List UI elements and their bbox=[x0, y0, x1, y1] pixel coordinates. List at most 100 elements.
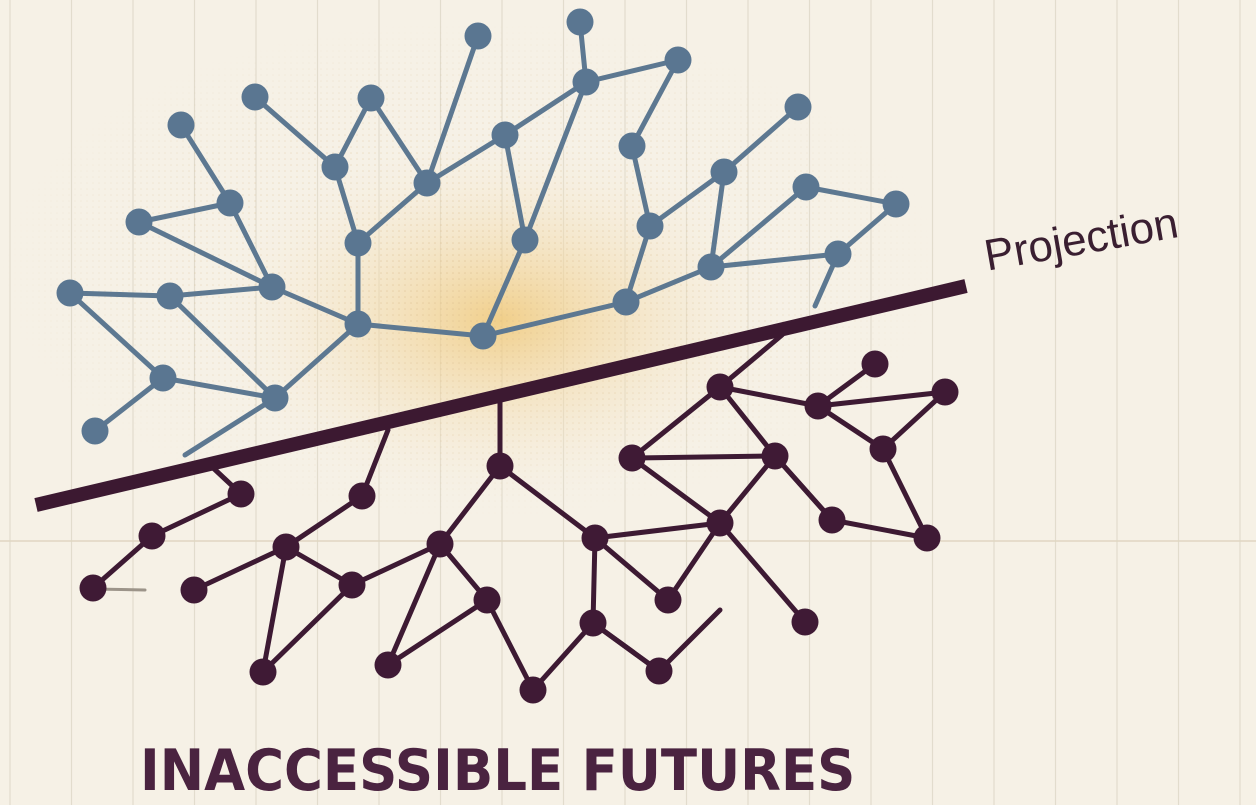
upper-branch-node bbox=[261, 384, 289, 412]
upper-branch-node bbox=[511, 226, 539, 254]
lower-branch-edge bbox=[385, 541, 443, 668]
lower-branch-node bbox=[706, 509, 734, 537]
upper-branch-edge bbox=[252, 94, 338, 170]
upper-branch-edge bbox=[178, 122, 233, 206]
lower-branch-node bbox=[861, 350, 889, 378]
upper-branch-edge bbox=[480, 237, 528, 339]
lower-branch-node bbox=[706, 373, 734, 401]
upper-branch-edge bbox=[167, 284, 275, 299]
lower-branch-node bbox=[180, 576, 208, 604]
lower-branch-node bbox=[519, 676, 547, 704]
lower-branch-edge bbox=[629, 384, 723, 461]
upper-branch-edge bbox=[629, 57, 681, 149]
lower-branch-edge bbox=[592, 520, 723, 541]
lower-branch-node bbox=[272, 533, 300, 561]
upper-branch-node bbox=[167, 111, 195, 139]
lower-branch-node bbox=[486, 452, 514, 480]
upper-branch-edge bbox=[647, 169, 727, 229]
lower-branch-edge bbox=[629, 453, 778, 461]
lower-branch-node bbox=[249, 658, 277, 686]
upper-branch-nodes bbox=[56, 8, 910, 445]
lower-branch-edge bbox=[349, 541, 443, 588]
upper-branch-node bbox=[612, 288, 640, 316]
upper-branch-node bbox=[216, 189, 244, 217]
projection-line bbox=[34, 279, 968, 512]
upper-branch-node bbox=[357, 84, 385, 112]
upper-branch-node bbox=[321, 153, 349, 181]
lower-branch-node bbox=[227, 480, 255, 508]
upper-branch-node bbox=[824, 240, 852, 268]
upper-branch-edge bbox=[272, 321, 361, 401]
lower-branch-node bbox=[804, 392, 832, 420]
upper-branch-edge bbox=[502, 79, 589, 138]
upper-branch-edge bbox=[708, 184, 809, 270]
lower-branch-node bbox=[579, 609, 607, 637]
lower-branch-edge bbox=[815, 389, 948, 409]
lower-branch-edge bbox=[530, 620, 596, 693]
upper-branch-edge bbox=[269, 284, 361, 327]
lower-branch-edge bbox=[629, 455, 723, 526]
upper-branch-edge bbox=[136, 200, 233, 225]
lower-branch-edge bbox=[772, 453, 835, 523]
upper-branch-node bbox=[344, 229, 372, 257]
lower-branch-node bbox=[138, 522, 166, 550]
lower-branch-edge bbox=[880, 389, 948, 452]
lower-branch-edge bbox=[149, 491, 244, 539]
upper-branch-edge bbox=[67, 290, 173, 299]
lower-branch-node bbox=[473, 586, 501, 614]
lower-branch-edge bbox=[717, 384, 821, 409]
upper-branch-node bbox=[792, 173, 820, 201]
lower-branch-edge bbox=[590, 620, 662, 674]
lower-branch-edge bbox=[880, 446, 930, 541]
lower-branch-edge bbox=[260, 582, 355, 675]
upper-branch-node bbox=[618, 132, 646, 160]
lower-branch-node bbox=[79, 574, 107, 602]
lower-branch-edge bbox=[717, 520, 808, 625]
upper-branch-node bbox=[56, 279, 84, 307]
lower-branch-edge bbox=[437, 463, 503, 547]
lower-branch-node bbox=[913, 524, 941, 552]
upper-branch-node bbox=[125, 208, 153, 236]
upper-branch-node bbox=[697, 253, 725, 281]
upper-branch-edge bbox=[92, 375, 166, 434]
diagram-title: INACCESSIBLE FUTURES bbox=[140, 738, 856, 804]
upper-branch-node bbox=[464, 22, 492, 50]
lower-branch-node bbox=[338, 571, 366, 599]
upper-branch-edge bbox=[708, 169, 727, 270]
upper-branch-node bbox=[710, 158, 738, 186]
lower-branch-node bbox=[645, 657, 673, 685]
upper-branch-edge bbox=[160, 375, 278, 401]
upper-branch-edge bbox=[803, 184, 899, 207]
upper-branch-edge bbox=[502, 132, 528, 243]
upper-branch-node bbox=[572, 68, 600, 96]
upper-branch-node bbox=[413, 169, 441, 197]
lower-branch-node bbox=[791, 608, 819, 636]
lower-branch-edge bbox=[829, 517, 930, 541]
lower-branch-edge bbox=[385, 597, 490, 668]
lower-branch-edge bbox=[497, 463, 598, 541]
lower-branch-edge bbox=[590, 535, 598, 626]
lower-branch-node bbox=[931, 378, 959, 406]
lower-branch-edge bbox=[665, 520, 723, 603]
lower-branch-node bbox=[761, 442, 789, 470]
upper-branch-edge bbox=[368, 95, 430, 186]
upper-branch-edge bbox=[623, 264, 714, 305]
lower-branch-node bbox=[348, 482, 376, 510]
upper-branch-node bbox=[491, 121, 519, 149]
lower-branch-node bbox=[654, 586, 682, 614]
upper-branch-edge bbox=[227, 200, 275, 290]
lower-branch-nodes bbox=[79, 350, 959, 704]
lower-branch-edge bbox=[283, 493, 365, 550]
lower-branch-node bbox=[818, 506, 846, 534]
upper-branch-node bbox=[882, 190, 910, 218]
upper-branch-edge bbox=[708, 251, 841, 270]
upper-branch-edge bbox=[583, 57, 681, 85]
upper-branch-node bbox=[344, 310, 372, 338]
upper-branch-node bbox=[81, 417, 109, 445]
lower-branch-edge bbox=[484, 597, 536, 693]
lower-branch-edge bbox=[717, 384, 778, 459]
lower-branch-node bbox=[374, 651, 402, 679]
upper-branch-node bbox=[156, 282, 184, 310]
upper-branch-edge bbox=[522, 79, 589, 243]
